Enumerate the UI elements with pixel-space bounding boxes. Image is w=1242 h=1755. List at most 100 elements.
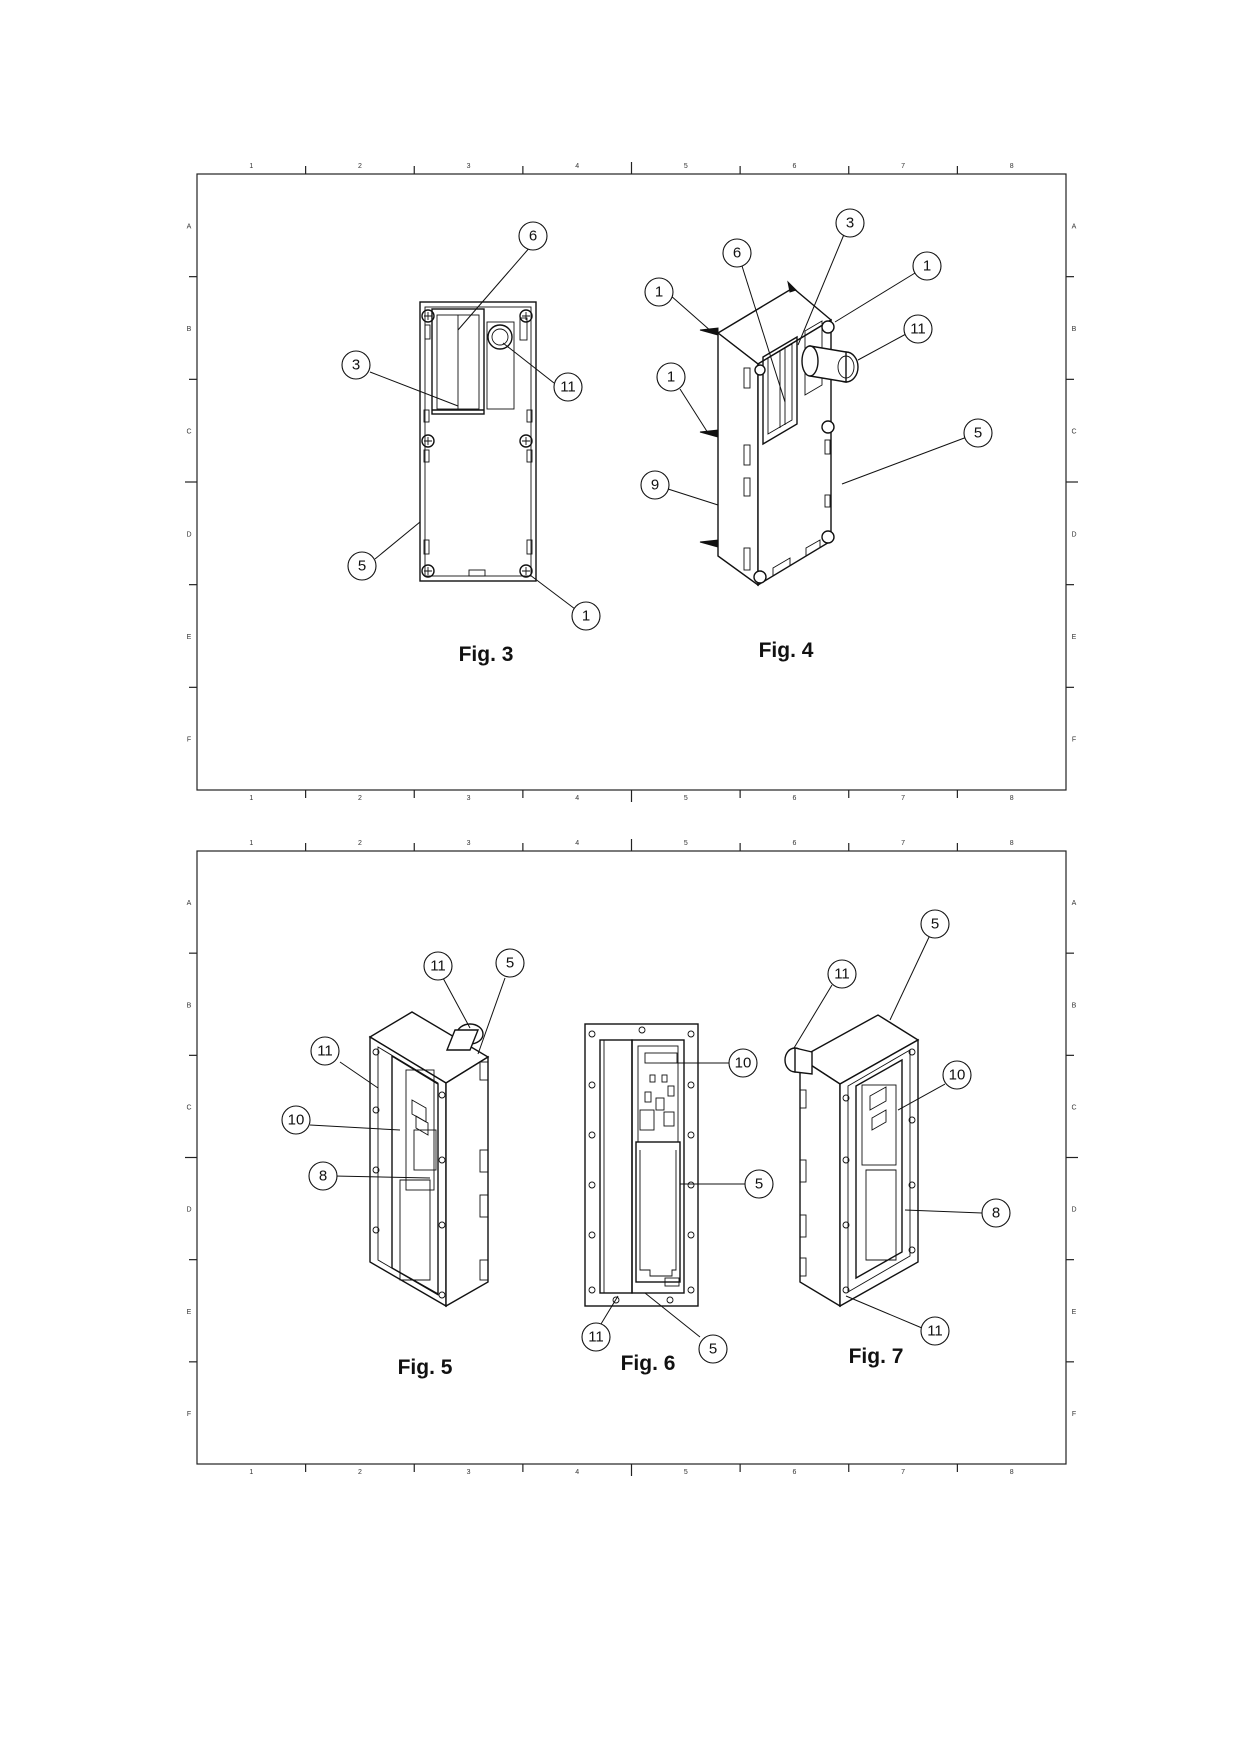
zone-column-label: 8 — [1010, 163, 1014, 170]
figure-caption: Fig. 5 — [398, 1356, 453, 1379]
zone-row-label: C — [186, 429, 191, 436]
svg-text:11: 11 — [560, 379, 576, 396]
callout-bubble: 1 — [656, 362, 686, 392]
zone-row-label: D — [1071, 531, 1076, 538]
callout-bubble: 5 — [698, 1334, 728, 1364]
zone-column-label: 1 — [249, 840, 253, 847]
zone-row-label: B — [1072, 1002, 1077, 1009]
callout-bubble: 11 — [423, 951, 453, 981]
svg-text:5: 5 — [358, 558, 366, 575]
zone-row-label: B — [187, 326, 192, 333]
svg-text:11: 11 — [588, 1329, 604, 1346]
zone-row-label: F — [1072, 1411, 1076, 1418]
svg-text:11: 11 — [317, 1043, 333, 1060]
screw-icon — [519, 564, 533, 578]
fig5-enclosure-rear-isometric — [368, 1011, 490, 1308]
callout-bubble: 9 — [640, 470, 670, 500]
zone-column-label: 8 — [1010, 1469, 1014, 1476]
fig3-enclosure-front-view — [419, 301, 537, 582]
callout-bubble: 10 — [942, 1060, 972, 1090]
fig4-enclosure-isometric — [699, 280, 859, 587]
zone-row-label: B — [187, 1002, 192, 1009]
callout-bubble: 6 — [518, 221, 548, 251]
figure-caption: Fig. 3 — [459, 643, 514, 666]
zone-column-label: 4 — [575, 1469, 579, 1476]
callout-bubble: 11 — [581, 1322, 611, 1352]
callout-bubble: 1 — [644, 277, 674, 307]
svg-text:11: 11 — [910, 321, 926, 338]
zone-row-label: D — [1071, 1207, 1076, 1214]
svg-text:10: 10 — [288, 1112, 305, 1129]
figure-6: 10 5 11 5 Fig. 6 — [581, 1023, 774, 1375]
screw-icon — [421, 434, 435, 448]
svg-text:6: 6 — [733, 245, 741, 262]
zone-row-label: C — [186, 1104, 191, 1111]
figure-5: 11 5 11 10 8 Fig. 5 — [281, 948, 525, 1379]
zone-column-label: 5 — [684, 840, 688, 847]
zone-column-label: 5 — [684, 795, 688, 802]
zone-row-label: E — [187, 1309, 192, 1316]
callout-bubble: 11 — [827, 959, 857, 989]
fig7-enclosure-rear-isometric — [784, 1014, 920, 1308]
zone-column-label: 4 — [575, 840, 579, 847]
figure-7: 5 11 10 8 11 Fig. 7 — [784, 909, 1011, 1368]
callout-bubble: 3 — [341, 350, 371, 380]
zone-column-label: 2 — [358, 163, 362, 170]
zone-column-label: 7 — [901, 163, 905, 170]
zone-column-label: 5 — [684, 1469, 688, 1476]
zone-column-label: 3 — [467, 1469, 471, 1476]
zone-column-label: 1 — [249, 163, 253, 170]
zone-row-label: D — [186, 531, 191, 538]
callout-bubble: 11 — [920, 1316, 950, 1346]
svg-text:11: 11 — [430, 958, 446, 975]
zone-column-label: 6 — [792, 1469, 796, 1476]
zone-column-label: 7 — [901, 840, 905, 847]
zone-column-label: 6 — [792, 840, 796, 847]
svg-text:5: 5 — [755, 1176, 763, 1193]
callout-bubble: 8 — [308, 1161, 338, 1191]
zone-column-label: 1 — [249, 1469, 253, 1476]
svg-text:1: 1 — [582, 608, 590, 625]
zone-column-label: 4 — [575, 163, 579, 170]
callout-bubble: 5 — [963, 418, 993, 448]
svg-text:3: 3 — [352, 357, 360, 374]
figure-caption: Fig. 4 — [759, 639, 814, 662]
svg-text:5: 5 — [709, 1341, 717, 1358]
zone-row-label: F — [187, 737, 191, 744]
svg-text:5: 5 — [506, 955, 514, 972]
zone-row-label: F — [1072, 737, 1076, 744]
callout-bubble: 8 — [981, 1198, 1011, 1228]
figure-caption: Fig. 6 — [621, 1352, 676, 1375]
svg-text:1: 1 — [655, 284, 663, 301]
callout-bubble: 6 — [722, 238, 752, 268]
zone-column-label: 3 — [467, 163, 471, 170]
callout-bubble: 11 — [553, 372, 583, 402]
zone-column-label: 6 — [792, 795, 796, 802]
zone-column-label: 6 — [792, 163, 796, 170]
zone-row-label: A — [187, 223, 192, 230]
svg-text:11: 11 — [834, 966, 850, 983]
screw-icon — [421, 309, 435, 323]
zone-row-label: A — [1072, 223, 1077, 230]
zone-column-label: 7 — [901, 795, 905, 802]
svg-text:10: 10 — [949, 1067, 966, 1084]
svg-text:5: 5 — [974, 425, 982, 442]
svg-text:5: 5 — [931, 916, 939, 933]
zone-row-label: F — [187, 1411, 191, 1418]
screw-icon — [519, 434, 533, 448]
callout-bubble: 11 — [310, 1036, 340, 1066]
zone-column-label: 5 — [684, 163, 688, 170]
zone-row-label: E — [1072, 1309, 1077, 1316]
zone-column-label: 2 — [358, 1469, 362, 1476]
figure-caption: Fig. 7 — [849, 1345, 904, 1368]
screw-icon — [519, 309, 533, 323]
zone-column-label: 3 — [467, 840, 471, 847]
callout-bubble: 11 — [903, 314, 933, 344]
zone-column-label: 2 — [358, 840, 362, 847]
callout-bubble: 5 — [495, 948, 525, 978]
zone-row-label: A — [1072, 900, 1077, 907]
callout-bubble: 5 — [744, 1169, 774, 1199]
